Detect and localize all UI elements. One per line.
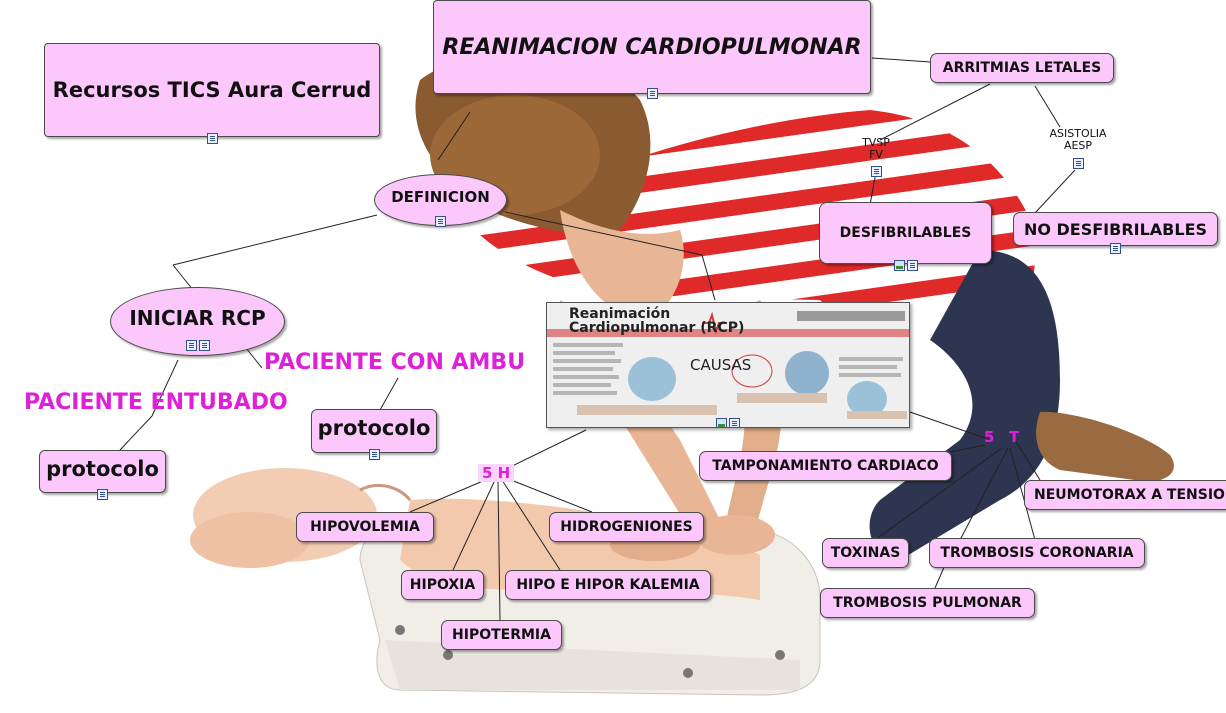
paciente-con-ambu-label: PACIENTE CON AMBU xyxy=(264,350,525,375)
trombosis-coronaria-node[interactable]: TROMBOSIS CORONARIA xyxy=(929,538,1145,568)
hipovolemia-node[interactable]: HIPOVOLEMIA xyxy=(296,512,434,542)
desfibrilables-label: DESFIBRILABLES xyxy=(840,225,972,241)
arritmias-letales-label: ARRITMIAS LETALES xyxy=(943,60,1101,76)
hidrogeniones-node[interactable]: HIDROGENIONES xyxy=(549,512,704,542)
note-icon[interactable] xyxy=(207,133,218,144)
iniciar-rcp-node[interactable]: INICIAR RCP xyxy=(110,287,285,356)
poster-heading-line1: Reanimación xyxy=(569,307,744,321)
note-icon[interactable] xyxy=(907,260,918,271)
hidrogeniones-label: HIDROGENIONES xyxy=(560,519,692,535)
author-node[interactable]: Recursos TICS Aura Cerrud xyxy=(44,43,380,137)
kalemia-node[interactable]: HIPO E HIPOR KALEMIA xyxy=(505,570,711,600)
asistolia-aesp-label: ASISTOLIA AESP xyxy=(1040,128,1116,152)
definicion-node[interactable]: DEFINICION xyxy=(374,174,507,226)
trombosis-coronaria-label: TROMBOSIS CORONARIA xyxy=(940,545,1133,561)
tamponamiento-node[interactable]: TAMPONAMIENTO CARDIACO xyxy=(699,451,952,481)
trombosis-pulmonar-node[interactable]: TROMBOSIS PULMONAR xyxy=(820,588,1035,618)
toxinas-node[interactable]: TOXINAS xyxy=(822,538,909,568)
tamponamiento-label: TAMPONAMIENTO CARDIACO xyxy=(712,458,938,474)
trombosis-pulmonar-label: TROMBOSIS PULMONAR xyxy=(833,595,1022,611)
note-icon[interactable] xyxy=(871,166,882,177)
protocolo-entubado-node[interactable]: protocolo xyxy=(39,450,166,493)
attachment-icon[interactable] xyxy=(199,340,210,351)
note-icon[interactable] xyxy=(435,216,446,227)
note-icon[interactable] xyxy=(186,340,197,351)
note-icon[interactable] xyxy=(729,418,740,428)
hipoxia-node[interactable]: HIPOXIA xyxy=(401,570,484,600)
definicion-label: DEFINICION xyxy=(391,188,490,206)
toxinas-label: TOXINAS xyxy=(831,545,901,561)
poster-heading: Reanimación Cardiopulmonar (RCP) xyxy=(569,307,744,335)
desfibrilables-node[interactable]: DESFIBRILABLES xyxy=(819,202,992,264)
author-label: Recursos TICS Aura Cerrud xyxy=(53,78,372,102)
hipotermia-node[interactable]: HIPOTERMIA xyxy=(441,620,562,650)
no-desfibrilables-label: NO DESFIBRILABLES xyxy=(1024,220,1207,239)
five-h-label: 5 H xyxy=(478,464,514,482)
protocolo-entubado-label: protocolo xyxy=(46,457,159,481)
image-icon[interactable] xyxy=(716,418,727,428)
note-icon[interactable] xyxy=(647,88,658,99)
note-icon[interactable] xyxy=(369,449,380,460)
neumotorax-label: NEUMOTORAX A TENSION xyxy=(1034,487,1226,503)
main-title-node[interactable]: REANIMACION CARDIOPULMONAR xyxy=(433,0,871,94)
hipotermia-label: HIPOTERMIA xyxy=(452,627,551,643)
five-t-number: 5 xyxy=(984,428,994,446)
protocolo-ambu-node[interactable]: protocolo xyxy=(311,409,437,453)
page-title: REANIMACION CARDIOPULMONAR xyxy=(442,35,861,60)
protocolo-ambu-label: protocolo xyxy=(318,416,431,440)
five-t-letter: T xyxy=(1009,428,1019,446)
causas-label: CAUSAS xyxy=(690,356,751,374)
arritmias-letales-node[interactable]: ARRITMIAS LETALES xyxy=(930,53,1114,83)
image-icon[interactable] xyxy=(894,260,905,271)
hipoxia-label: HIPOXIA xyxy=(410,577,475,593)
iniciar-rcp-label: INICIAR RCP xyxy=(129,306,265,330)
kalemia-label: HIPO E HIPOR KALEMIA xyxy=(516,577,699,593)
no-desfibrilables-node[interactable]: NO DESFIBRILABLES xyxy=(1013,212,1218,246)
note-icon[interactable] xyxy=(97,489,108,500)
tvsp-fv-label: TVSP FV xyxy=(852,137,900,161)
causas-image-node[interactable]: Reanimación Cardiopulmonar (RCP) CAUSAS xyxy=(546,302,910,428)
paciente-entubado-label: PACIENTE ENTUBADO xyxy=(24,390,288,415)
note-icon[interactable] xyxy=(1110,243,1121,254)
neumotorax-node[interactable]: NEUMOTORAX A TENSION xyxy=(1024,480,1226,510)
hipovolemia-label: HIPOVOLEMIA xyxy=(310,519,420,535)
poster-heading-line2: Cardiopulmonar (RCP) xyxy=(569,321,744,335)
note-icon[interactable] xyxy=(1073,158,1084,169)
